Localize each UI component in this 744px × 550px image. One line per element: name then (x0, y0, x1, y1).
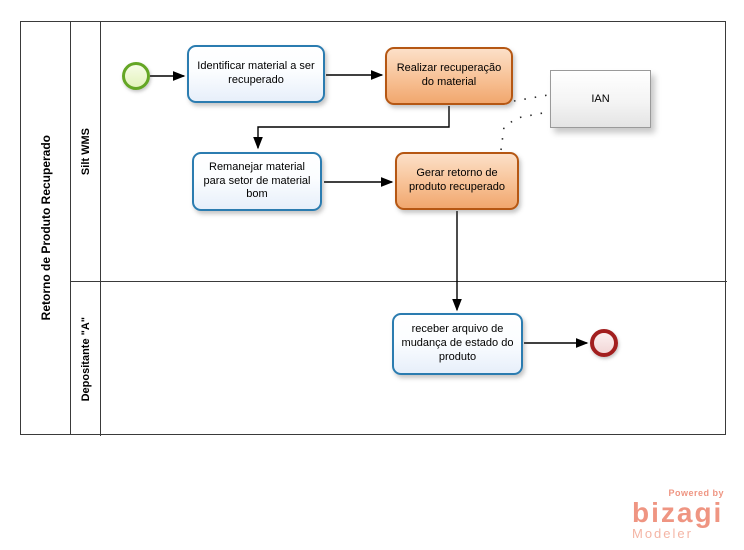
artifact-ian-label: IAN (591, 93, 610, 105)
task-receber-arquivo[interactable]: receber arquivo de mudança de estado do … (392, 313, 523, 375)
task-realizar-recuperacao[interactable]: Realizar recuperação do material (385, 47, 513, 105)
lane-silt-wms[interactable]: Silt WMS (71, 22, 727, 282)
powered-by-text: Powered by (668, 488, 724, 498)
bizagi-branding: Powered by bizagi Modeler (632, 488, 724, 541)
task-remanejar-material-label: Remanejar material para setor de materia… (203, 160, 311, 201)
bizagi-modeler-text: Modeler (632, 526, 693, 541)
lane-silt-wms-label-cell: Silt WMS (71, 22, 101, 281)
artifact-ian-box[interactable]: IAN (550, 70, 651, 128)
pool-retorno-produto-recuperado[interactable]: Retorno de Produto Recuperado Silt WMS D… (20, 21, 727, 436)
task-receber-arquivo-label: receber arquivo de mudança de estado do … (401, 323, 514, 363)
task-remanejar-material[interactable]: Remanejar material para setor de materia… (192, 152, 322, 211)
pool-title-cell: Retorno de Produto Recuperado (21, 22, 71, 434)
task-identificar-material[interactable]: Identificar material a ser recuperado (187, 45, 325, 103)
pool-title: Retorno de Produto Recuperado (38, 135, 53, 321)
task-gerar-retorno[interactable]: Gerar retorno de produto recuperado (395, 152, 519, 210)
task-gerar-retorno-label: Gerar retorno de produto recuperado (408, 167, 505, 193)
bizagi-logo: bizagi (632, 497, 724, 528)
lane-depositante-a-label-cell: Depositante "A" (71, 282, 101, 436)
lane-silt-wms-label: Silt WMS (79, 127, 92, 176)
lane-depositante-a-label: Depositante "A" (79, 316, 92, 402)
end-event-icon[interactable] (590, 329, 618, 357)
task-identificar-material-label: Identificar material a ser recuperado (197, 60, 315, 86)
start-event-icon[interactable] (122, 62, 150, 90)
task-realizar-recuperacao-label: Realizar recuperação do material (396, 62, 502, 88)
lane-depositante-a[interactable]: Depositante "A" (71, 282, 727, 436)
